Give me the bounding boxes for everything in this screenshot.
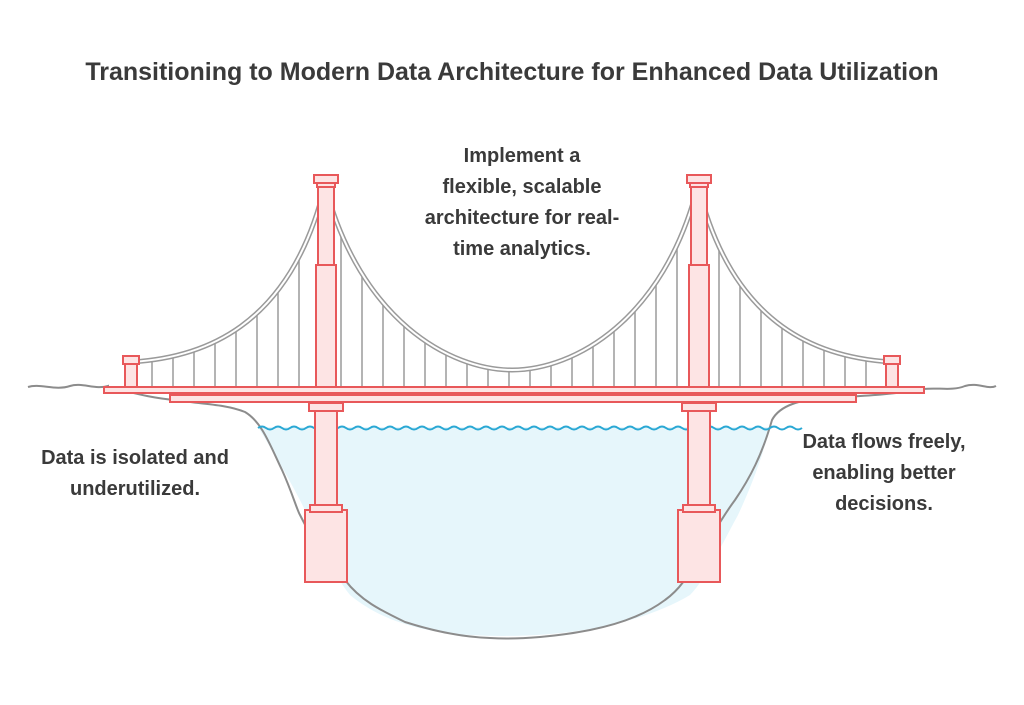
- label-data-flows: Data flows freely, enabling better decis…: [802, 431, 966, 515]
- right-anchor-post: [883, 355, 901, 388]
- bridge-deck: [103, 386, 925, 403]
- diagram-title: Transitioning to Modern Data Architectur…: [85, 58, 939, 86]
- right-pier: [677, 402, 721, 583]
- left-tower: [313, 174, 339, 388]
- right-tower: [686, 174, 712, 388]
- water-surface-wave: [257, 425, 803, 431]
- left-anchor-post: [122, 355, 140, 388]
- label-isolated-data: Data is isolated and underutilized.: [41, 447, 229, 500]
- suspender-cables: [151, 234, 867, 387]
- left-pier: [304, 402, 348, 583]
- water-basin: [258, 427, 770, 636]
- label-modern-architecture: Implement a flexible, scalable architect…: [424, 145, 620, 260]
